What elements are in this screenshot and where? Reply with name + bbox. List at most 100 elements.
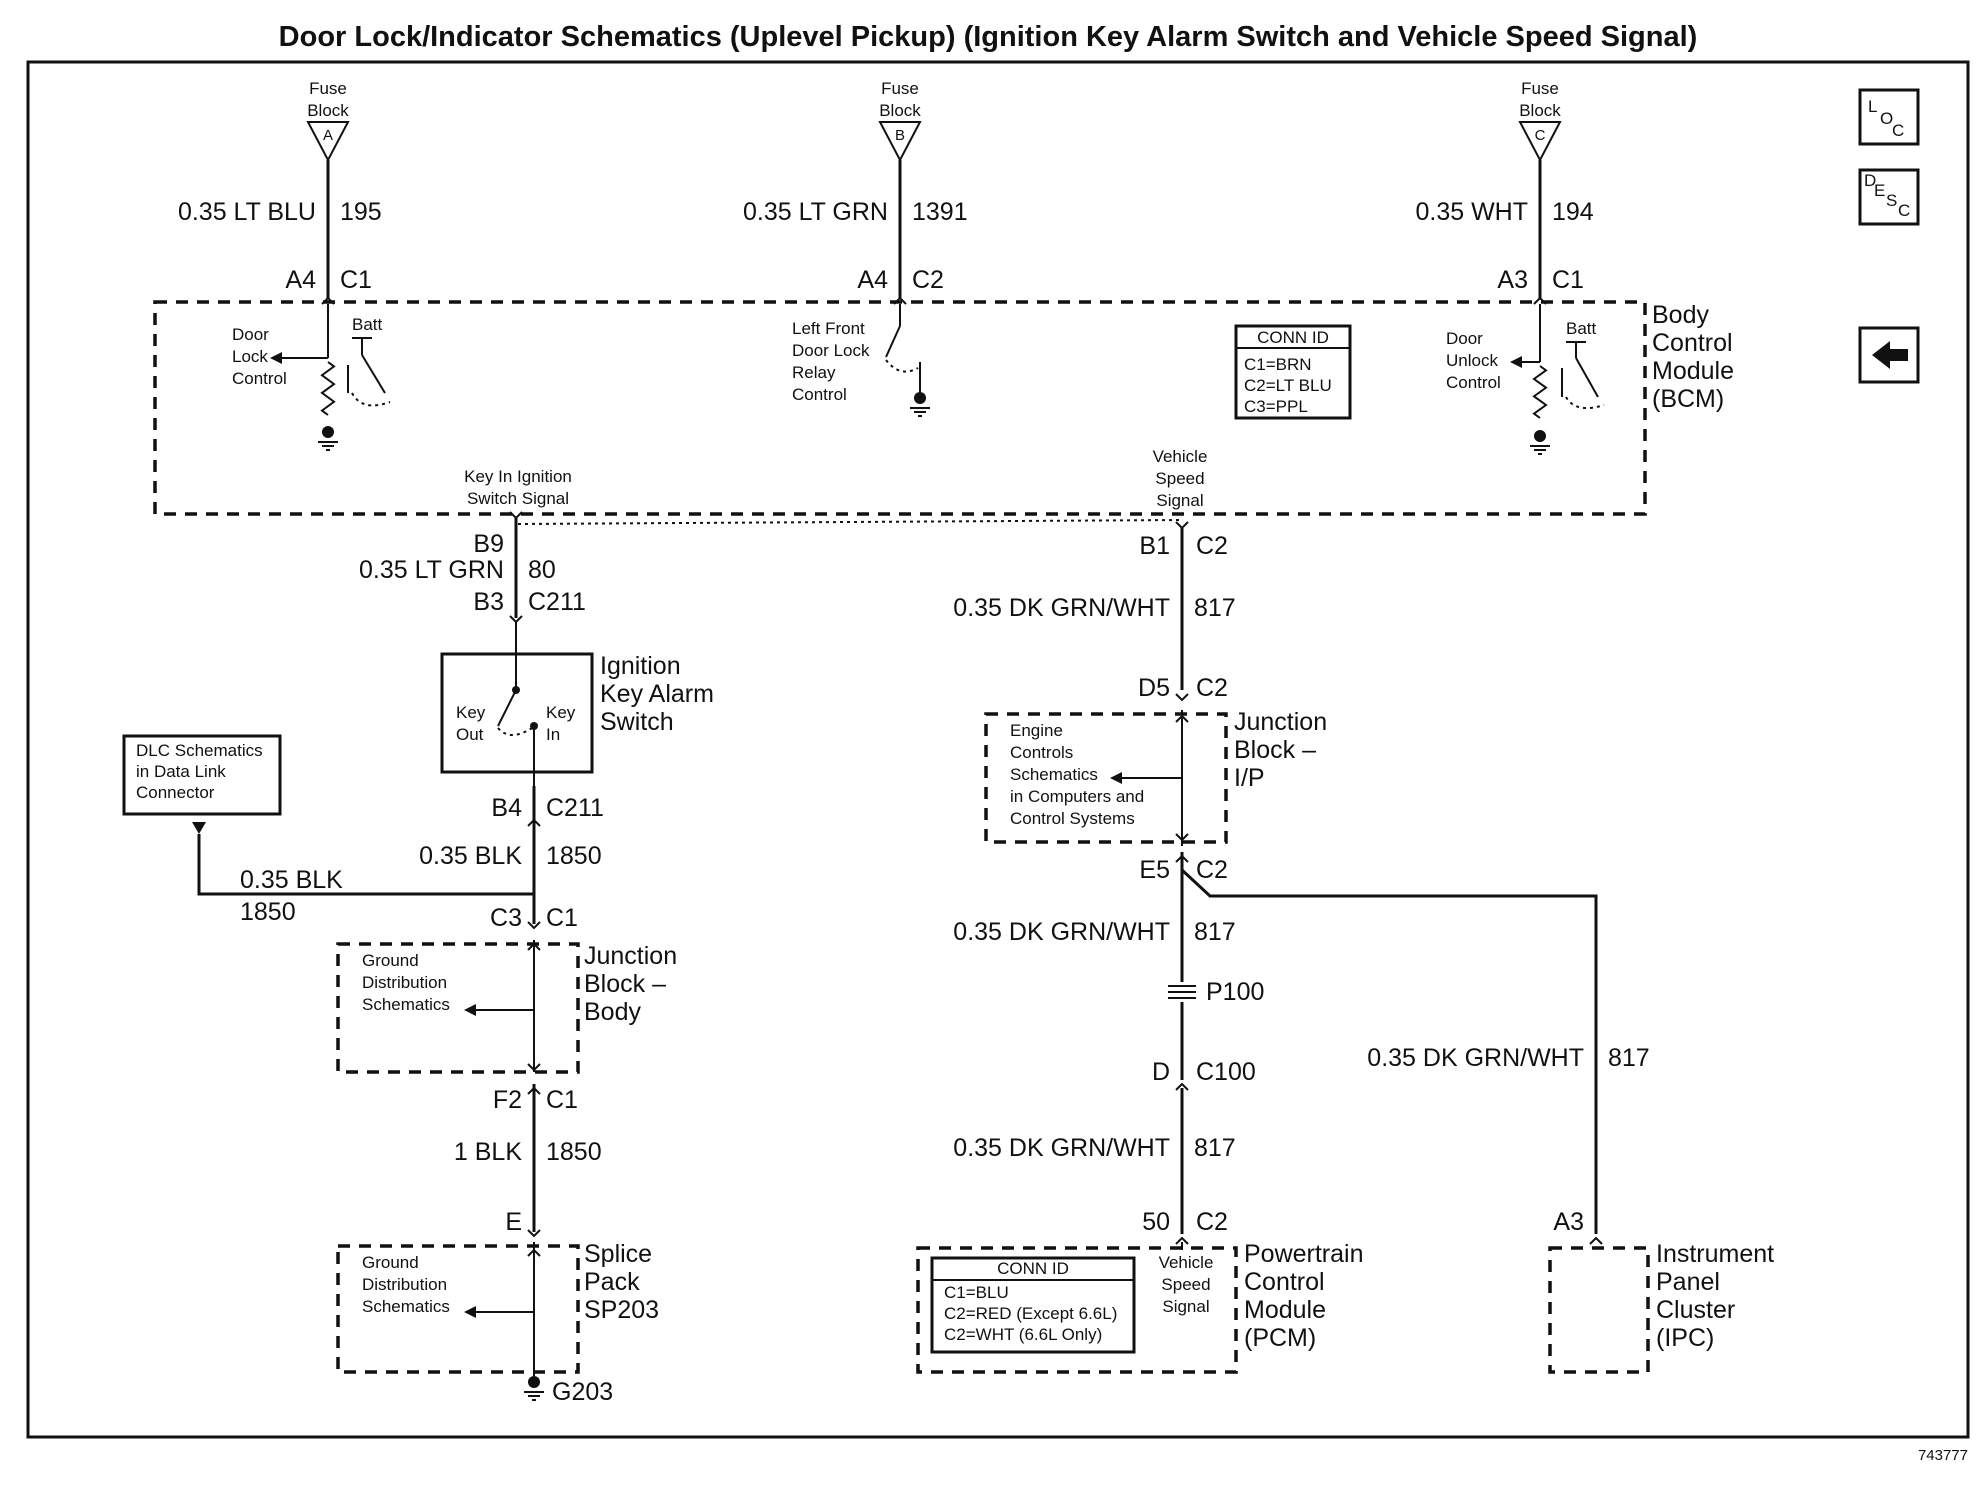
arrow-icon (1110, 772, 1122, 784)
conn-id-item: C1=BLU (944, 1283, 1009, 1302)
pcm-name: Control (1244, 1268, 1325, 1296)
ipc-name: (IPC) (1656, 1324, 1714, 1352)
fuse-block-label: Fuse (1521, 79, 1559, 98)
door-lock-control-label: Door (232, 325, 269, 344)
desc-label: S (1886, 191, 1897, 210)
circuit-number: 195 (340, 198, 382, 226)
engine-controls-schematics-label: in Computers and (1010, 787, 1144, 806)
fuse-id: C (1535, 127, 1546, 144)
ipc-box (1548, 1246, 1650, 1374)
door-unlock-control-label: Door (1446, 329, 1483, 348)
ignition-key-alarm-switch-name: Key Alarm (600, 680, 714, 708)
ground-distribution-label: Schematics (362, 1297, 450, 1316)
relay-travel (885, 359, 919, 373)
pin-label: F2 (493, 1086, 522, 1114)
conn-id-title: CONN ID (997, 1259, 1069, 1278)
connector-label: C1 (546, 1086, 578, 1114)
ground-distribution-label: Distribution (362, 1275, 447, 1294)
batt-label: Batt (352, 315, 383, 334)
circuit-number: 1850 (240, 898, 296, 926)
pin-label: B9 (473, 530, 504, 558)
desc-button[interactable] (1858, 168, 1920, 226)
arrow-icon (270, 352, 282, 364)
junction-block-body-box (336, 942, 580, 1074)
bcm-name: Module (1652, 357, 1734, 385)
splice-pack-name: Splice (584, 1240, 652, 1268)
fuse-id: B (895, 127, 905, 144)
switch-contact (361, 354, 386, 394)
fuse-block-label: Fuse (881, 79, 919, 98)
connector-symbol (1175, 833, 1189, 842)
loc-button[interactable] (1858, 88, 1920, 146)
connector-label: C2 (912, 266, 944, 294)
left-front-relay-label: Door Lock (792, 341, 870, 360)
pin-label: C3 (490, 904, 522, 932)
pin-label: A3 (1497, 266, 1528, 294)
ground-symbol (1534, 430, 1546, 442)
connector-symbol (1175, 693, 1189, 702)
fuse-block-label: Fuse (309, 79, 347, 98)
junction-block-body-name: Block – (584, 970, 666, 998)
pcm-name: Powertrain (1244, 1240, 1364, 1268)
wire-color-label: 0.35 BLK (419, 842, 522, 870)
bcm-box (153, 300, 1647, 516)
conn-id-item: C1=BRN (1244, 355, 1312, 374)
pcm-conn-id-box (930, 1256, 1136, 1354)
back-button[interactable] (1858, 326, 1920, 384)
wire-color-label: 0.35 DK GRN/WHT (1367, 1044, 1584, 1072)
back-arrow-icon (1872, 341, 1908, 369)
wire-color-label: 0.35 WHT (1415, 198, 1528, 226)
pin-label: A4 (285, 266, 316, 294)
arrow-icon (192, 822, 206, 834)
circuit-number: 194 (1552, 198, 1594, 226)
left-front-relay-label: Left Front (792, 319, 865, 338)
wire-color-label: 0.35 BLK (240, 866, 343, 894)
desc-label: D (1864, 171, 1876, 190)
conn-id-title: CONN ID (1257, 328, 1329, 347)
connector-label: C1 (1552, 266, 1584, 294)
fuse-block-label: Block (307, 101, 349, 120)
dlc-schematics-label: Connector (136, 783, 215, 802)
conn-id-item: C3=PPL (1244, 397, 1308, 416)
ground-distribution-label: Ground (362, 1253, 419, 1272)
key-in-signal-label: Switch Signal (467, 489, 569, 508)
pin-label: E5 (1139, 856, 1170, 884)
junction-block-ip-name: Block – (1234, 736, 1316, 764)
connector-label: C211 (528, 588, 586, 616)
connector-symbol (1175, 521, 1189, 530)
pcm-vss-label: Speed (1161, 1275, 1210, 1294)
junction-block-body-name: Body (584, 998, 641, 1026)
connector-symbol (527, 1063, 541, 1072)
pin-label: B4 (491, 794, 522, 822)
fuse-triangle-icon (1518, 121, 1562, 163)
figure-number: 743777 (1918, 1447, 1968, 1464)
pcm-name: (PCM) (1244, 1324, 1316, 1352)
pin-label: A3 (1553, 1208, 1584, 1236)
connector-symbol (527, 921, 541, 930)
vss-signal-label: Signal (1156, 491, 1203, 510)
pin-label: D (1152, 1058, 1170, 1086)
ipc-wire (1180, 868, 1598, 1234)
pin-label: 50 (1142, 1208, 1170, 1236)
switch-travel (1565, 396, 1605, 410)
bcm-name: Control (1652, 329, 1733, 357)
fuse-block-label: Block (879, 101, 921, 120)
connector-symbol (1175, 1236, 1189, 1245)
switch-contact (1575, 357, 1599, 398)
fuse-triangle-icon (878, 121, 922, 163)
connector-label: C1 (340, 266, 372, 294)
internal-connection (517, 519, 1181, 525)
fuse-block-label: Block (1519, 101, 1561, 120)
resistor-symbol (1532, 365, 1548, 419)
engine-controls-schematics-label: Engine (1010, 721, 1063, 740)
pin-label: E (505, 1208, 522, 1236)
connector-symbol (527, 942, 541, 951)
door-unlock-control-label: Control (1446, 373, 1501, 392)
bcm-name: (BCM) (1652, 385, 1724, 413)
dlc-schematics-label: DLC Schematics (136, 741, 263, 760)
arrow-icon (464, 1004, 476, 1016)
conn-id-item: C2=RED (Except 6.6L) (944, 1304, 1117, 1323)
key-out-label: Out (456, 725, 484, 744)
door-unlock-control-label: Unlock (1446, 351, 1498, 370)
